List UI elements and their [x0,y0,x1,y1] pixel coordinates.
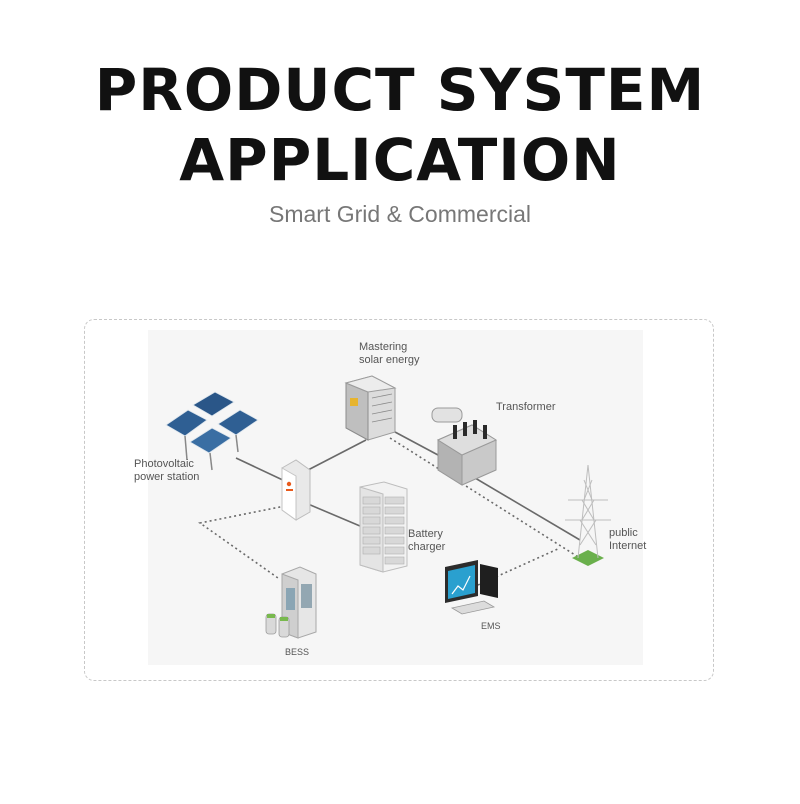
diagram-frame [84,319,714,681]
battery-rack-icon [359,481,408,573]
page-subtitle: Smart Grid & Commercial [269,201,531,227]
line-pv-inverter [235,457,288,483]
dotted-mastering-internet [389,437,584,561]
label-transformer: Transformer [496,401,556,413]
line-inverter-mastering [307,439,367,471]
label-mastering-solar-energy: Mastering solar energy [359,341,420,366]
line-transformer-internet [469,474,581,541]
computer-icon [445,560,498,615]
page-title-line-1: PRODUCT SYSTEM [94,56,706,124]
connection-lines [198,431,584,586]
control-cabinet-icon [344,375,397,441]
label-photovoltaic-power-station: Photovoltaic power station [134,458,200,483]
page-title-line-2: APPLICATION [179,126,621,194]
line-inverter-battery [307,503,361,527]
inverter-icon [281,459,311,521]
line-mastering-transformer [394,431,439,456]
bess-icon [265,566,317,639]
label-ems: EMS [481,621,501,631]
solar-panels-icon [165,391,259,471]
transmission-tower-icon [565,464,611,566]
dotted-inverter-bess [198,504,291,579]
label-bess: BESS [285,647,310,657]
label-battery-charger: Battery charger [408,528,446,553]
transformer-icon [431,407,498,486]
label-public-internet: public Internet [609,527,647,552]
